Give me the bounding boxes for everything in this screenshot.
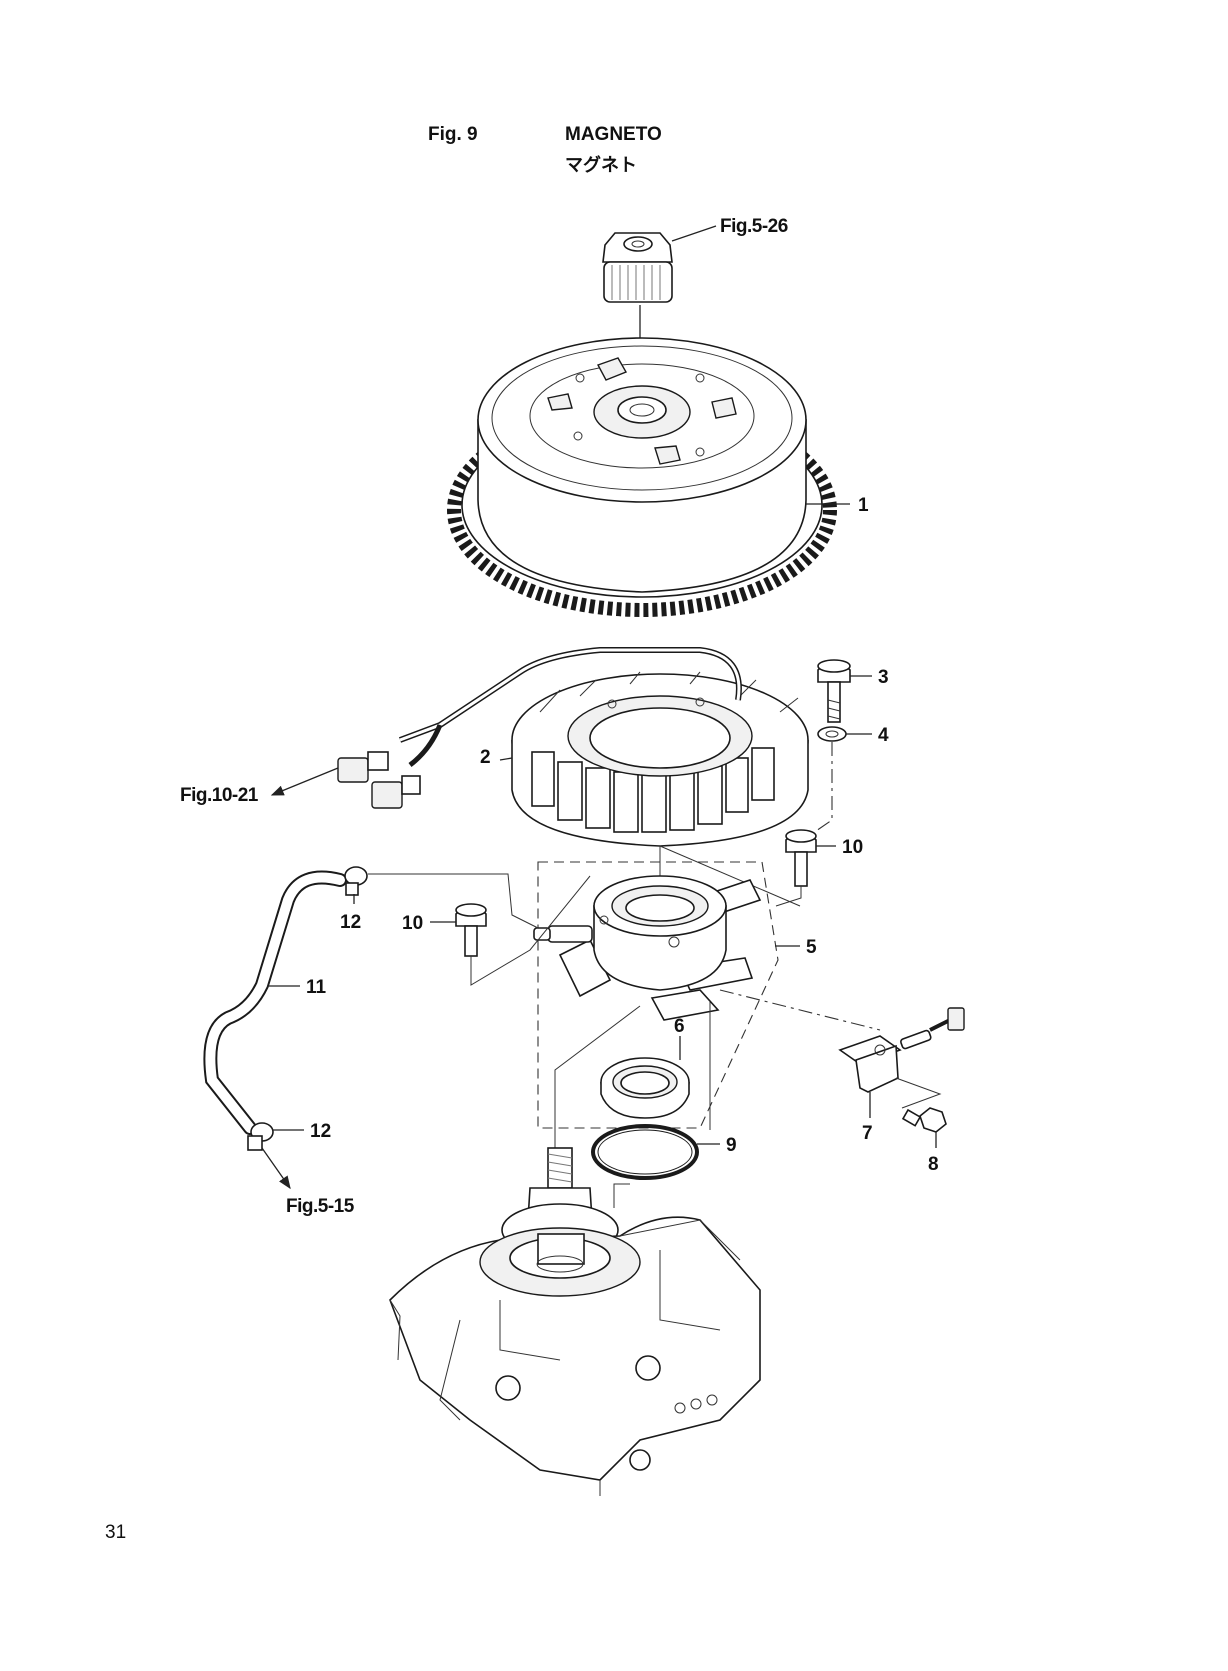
oil-seal-part-6-drawing <box>600 1057 690 1119</box>
figure-title-japanese: マグネト <box>565 155 637 176</box>
callout-12-top: 12 <box>340 912 361 933</box>
line-pulser-bolt8 <box>895 1077 942 1109</box>
engine-block-drawing <box>389 1147 761 1496</box>
leader-fig10-21 <box>270 767 339 796</box>
hose-part-11-drawing <box>203 870 347 1135</box>
bolt-part-10-left-drawing <box>455 903 487 957</box>
callout-8: 8 <box>928 1154 939 1175</box>
line-hose-nipple <box>368 873 539 929</box>
callout-11: 11 <box>306 977 327 998</box>
callout-12-bottom: 12 <box>310 1121 331 1142</box>
line-base-crank <box>554 1005 641 1148</box>
ref-fig5-15: Fig.5-15 <box>286 1196 355 1217</box>
bolt-part-10-right-drawing <box>785 829 817 887</box>
figure-number: Fig. 9 <box>428 124 478 145</box>
line-stator-bolt10 <box>659 845 801 907</box>
callout-2: 2 <box>480 747 491 768</box>
flywheel-nut-drawing <box>602 232 673 303</box>
callout-4: 4 <box>878 725 889 746</box>
stator-wire-harness <box>337 647 742 809</box>
figure-title-english: MAGNETO <box>565 124 662 145</box>
leader-fig5-15 <box>261 1147 291 1190</box>
callout-3: 3 <box>878 667 889 688</box>
page-number: 31 <box>105 1522 127 1543</box>
stator-base-drawing <box>533 875 762 1021</box>
callout-1: 1 <box>858 495 869 516</box>
washer-part-4-drawing <box>817 726 847 742</box>
callout-10-right: 10 <box>842 837 863 858</box>
leader-fig5-26 <box>671 225 717 242</box>
flywheel-drawing <box>447 337 837 617</box>
callout-5: 5 <box>806 937 817 958</box>
line-block-stud <box>613 1183 630 1208</box>
line-bolt10-right-base <box>775 886 802 907</box>
ref-fig10-21: Fig.10-21 <box>180 785 259 806</box>
ref-fig5-26: Fig.5-26 <box>720 216 788 237</box>
pulser-coil-part-7-drawing <box>838 1007 965 1093</box>
callout-9: 9 <box>726 1135 737 1156</box>
callout-10-left: 10 <box>402 913 423 934</box>
callout-7: 7 <box>862 1123 873 1144</box>
o-ring-part-9-drawing <box>591 1124 699 1180</box>
bolt-part-3-drawing <box>817 659 851 723</box>
stator-drawing <box>511 671 809 847</box>
dashline-base-pulser <box>719 989 881 1031</box>
hose-clamp-part-12-bottom-drawing <box>247 1122 274 1151</box>
leader-2 <box>499 757 513 761</box>
callout-6: 6 <box>674 1016 685 1037</box>
bolt-part-8-drawing <box>901 1107 947 1133</box>
hose-clamp-part-12-top-drawing <box>344 866 368 896</box>
line-bolt10-left-base <box>470 875 591 986</box>
